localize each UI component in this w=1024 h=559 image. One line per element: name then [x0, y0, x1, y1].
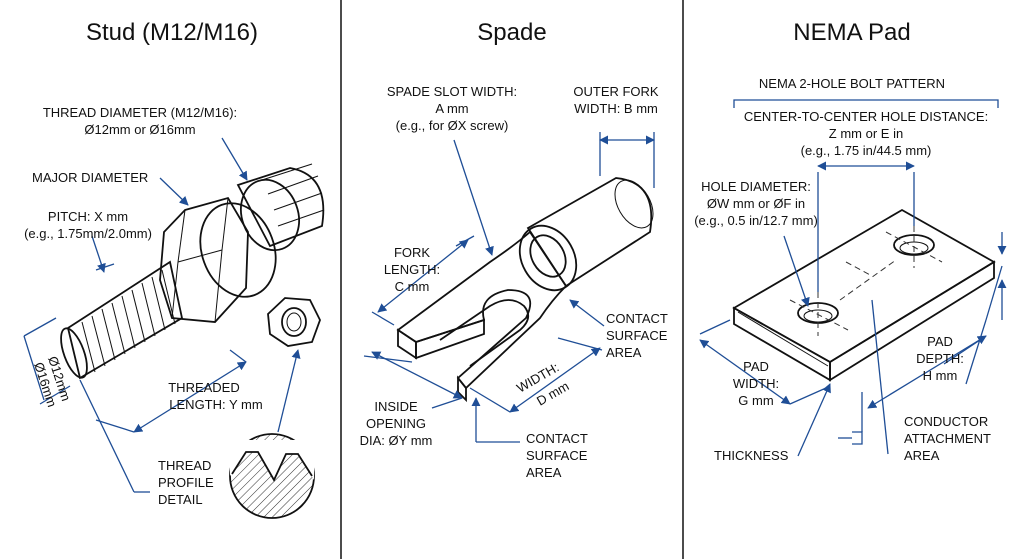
nema-title: NEMA Pad — [793, 19, 910, 46]
label-outer-fork-width: OUTER FORK WIDTH: B mm — [573, 84, 659, 116]
label-conductor-attachment: CONDUCTOR ATTACHMENT AREA — [904, 414, 991, 463]
svg-text:(e.g., 1.75 in/44.5 mm): (e.g., 1.75 in/44.5 mm) — [801, 143, 932, 158]
svg-text:THREAD DIAMETER (M12/M16):: THREAD DIAMETER (M12/M16): — [43, 105, 237, 120]
label-thread-diameter: THREAD DIAMETER (M12/M16): Ø12mm or Ø16m… — [43, 105, 237, 137]
svg-text:AREA: AREA — [606, 345, 642, 360]
label-hole-diameter: HOLE DIAMETER: ØW mm or ØF in (e.g., 0.5… — [694, 179, 818, 228]
stud-panel: Stud (M12/M16) — [23, 19, 325, 519]
svg-text:H mm: H mm — [923, 368, 958, 383]
svg-text:G mm: G mm — [738, 393, 773, 408]
label-bolt-pattern: NEMA 2-HOLE BOLT PATTERN — [759, 76, 945, 91]
svg-text:SURFACE: SURFACE — [526, 448, 588, 463]
svg-text:CONTACT: CONTACT — [526, 431, 588, 446]
label-thickness: THICKNESS — [714, 448, 789, 463]
label-thread-profile: THREAD PROFILE DETAIL — [158, 458, 214, 507]
svg-text:(e.g., for ØX screw): (e.g., for ØX screw) — [396, 118, 509, 133]
spade-drawing — [396, 177, 654, 403]
svg-text:Ø12mm or Ø16mm: Ø12mm or Ø16mm — [84, 122, 195, 137]
svg-text:DEPTH:: DEPTH: — [916, 351, 964, 366]
label-major-diameter: MAJOR DIAMETER — [32, 170, 148, 185]
svg-text:WIDTH: B mm: WIDTH: B mm — [574, 101, 658, 116]
svg-text:DETAIL: DETAIL — [158, 492, 203, 507]
spade-dimensions — [363, 132, 655, 443]
svg-text:ØW mm or ØF in: ØW mm or ØF in — [707, 196, 805, 211]
label-pitch: PITCH: X mm (e.g., 1.75mm/2.0mm) — [24, 209, 152, 241]
svg-text:LENGTH: Y mm: LENGTH: Y mm — [169, 397, 262, 412]
svg-text:PROFILE: PROFILE — [158, 475, 214, 490]
stud-dimensions — [23, 137, 301, 493]
svg-text:A mm: A mm — [435, 101, 468, 116]
svg-text:Z mm or E in: Z mm or E in — [829, 126, 903, 141]
nema-dimensions — [699, 99, 1007, 457]
spade-title: Spade — [477, 19, 546, 46]
svg-text:OUTER FORK: OUTER FORK — [573, 84, 659, 99]
svg-text:CONTACT: CONTACT — [606, 311, 668, 326]
label-center-distance: CENTER-TO-CENTER HOLE DISTANCE: Z mm or … — [744, 109, 988, 158]
stud-title: Stud (M12/M16) — [86, 19, 258, 46]
svg-text:SURFACE: SURFACE — [606, 328, 668, 343]
label-fork-length: FORK LENGTH: C mm — [384, 245, 440, 294]
svg-text:ATTACHMENT: ATTACHMENT — [904, 431, 991, 446]
svg-text:LENGTH:: LENGTH: — [384, 262, 440, 277]
label-spade-slot-width: SPADE SLOT WIDTH: A mm (e.g., for ØX scr… — [387, 84, 517, 133]
svg-text:WIDTH:: WIDTH: — [733, 376, 779, 391]
svg-text:INSIDE: INSIDE — [374, 399, 418, 414]
svg-text:SPADE SLOT WIDTH:: SPADE SLOT WIDTH: — [387, 84, 517, 99]
label-contact-surface-bottom: CONTACT SURFACE AREA — [526, 431, 588, 480]
svg-text:OPENING: OPENING — [366, 416, 426, 431]
thread-profile-detail-drawing — [229, 433, 315, 519]
svg-text:PAD: PAD — [743, 359, 769, 374]
svg-text:(e.g., 1.75mm/2.0mm): (e.g., 1.75mm/2.0mm) — [24, 226, 152, 241]
svg-text:DIA: ØY mm: DIA: ØY mm — [360, 433, 433, 448]
spade-panel: Spade — [360, 19, 668, 480]
svg-text:AREA: AREA — [904, 448, 940, 463]
svg-text:C mm: C mm — [395, 279, 430, 294]
svg-text:FORK: FORK — [394, 245, 430, 260]
svg-text:THREAD: THREAD — [158, 458, 211, 473]
svg-text:(e.g., 0.5 in/12.7 mm): (e.g., 0.5 in/12.7 mm) — [694, 213, 818, 228]
svg-text:HOLE DIAMETER:: HOLE DIAMETER: — [701, 179, 811, 194]
label-width: WIDTH: D mm — [514, 359, 572, 408]
svg-text:PAD: PAD — [927, 334, 953, 349]
svg-text:CENTER-TO-CENTER HOLE DISTANCE: CENTER-TO-CENTER HOLE DISTANCE: — [744, 109, 988, 124]
svg-text:PITCH: X mm: PITCH: X mm — [48, 209, 128, 224]
svg-text:AREA: AREA — [526, 465, 562, 480]
svg-text:THREADED: THREADED — [168, 380, 240, 395]
label-pad-width: PAD WIDTH: G mm — [733, 359, 779, 408]
label-threaded-length: THREADED LENGTH: Y mm — [168, 380, 262, 412]
label-contact-surface-right: CONTACT SURFACE AREA — [606, 311, 668, 360]
nema-pad-drawing — [732, 208, 996, 382]
nema-panel: NEMA Pad — [694, 19, 1007, 463]
stud-drawing — [60, 163, 325, 380]
label-pad-depth: PAD DEPTH: H mm — [916, 334, 964, 383]
svg-text:CONDUCTOR: CONDUCTOR — [904, 414, 988, 429]
label-inside-opening: INSIDE OPENING DIA: ØY mm — [360, 399, 433, 448]
